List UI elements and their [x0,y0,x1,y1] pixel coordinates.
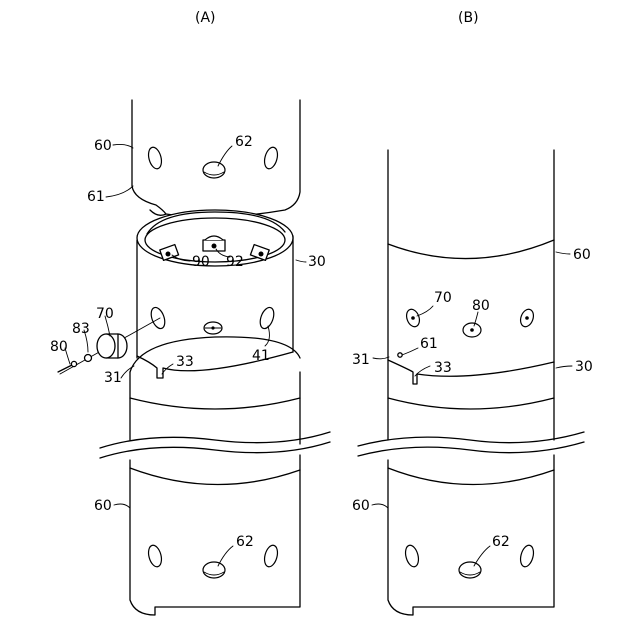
lower-hole-62 [203,562,225,578]
pin-92-center [203,236,225,251]
b-lower-hole-left [403,544,420,568]
washer-83 [85,355,92,362]
sleeve-window-41 [258,306,277,331]
panel-b: 60 70 80 31 61 33 30 60 62 [352,150,593,615]
label-a-41: 41 [252,348,270,364]
label-b-60-bottom: 60 [352,498,370,514]
label-b-70: 70 [434,290,452,306]
upper-tube-60 [132,100,300,217]
label-b-62: 62 [492,534,510,550]
label-a-62-bottom: 62 [236,534,254,550]
label-a-80: 80 [50,339,68,355]
label-a-60-bottom: 60 [94,498,112,514]
assembled-tube [358,150,584,615]
break-line [100,432,330,448]
b-lower-hole-right [518,544,535,568]
label-b-61: 61 [420,336,438,352]
label-a-33: 33 [176,354,194,370]
label-a-92: 92 [226,254,244,270]
break-line-b [358,432,584,446]
cap-70 [97,334,127,358]
panel-a-title: (A) [195,10,216,26]
lower-side-hole-left [146,544,163,568]
upper-side-hole-right [262,146,279,170]
upper-side-hole-left [146,146,163,170]
label-b-80: 80 [472,298,490,314]
label-a-61: 61 [87,189,105,205]
label-a-62-top: 62 [235,134,253,150]
label-a-70: 70 [96,306,114,322]
upper-hole-62 [203,162,225,178]
b-lower-hole-62 [459,562,481,578]
panel-a: 60 61 62 30 90 92 70 83 80 41 31 33 60 6… [50,100,330,615]
label-b-30: 30 [575,359,593,375]
label-a-30: 30 [308,254,326,270]
sleeve-window-left [149,306,168,331]
lower-tube-60 [100,337,330,615]
panel-b-title: (B) [458,10,479,26]
label-a-83: 83 [72,321,90,337]
label-b-33: 33 [434,360,452,376]
label-b-60-top: 60 [573,247,591,263]
lower-side-hole-right [262,544,279,568]
label-a-31: 31 [104,370,122,386]
b-notch-61 [398,353,402,357]
label-a-90: 90 [192,254,210,270]
label-a-60-top: 60 [94,138,112,154]
label-b-31: 31 [352,352,370,368]
